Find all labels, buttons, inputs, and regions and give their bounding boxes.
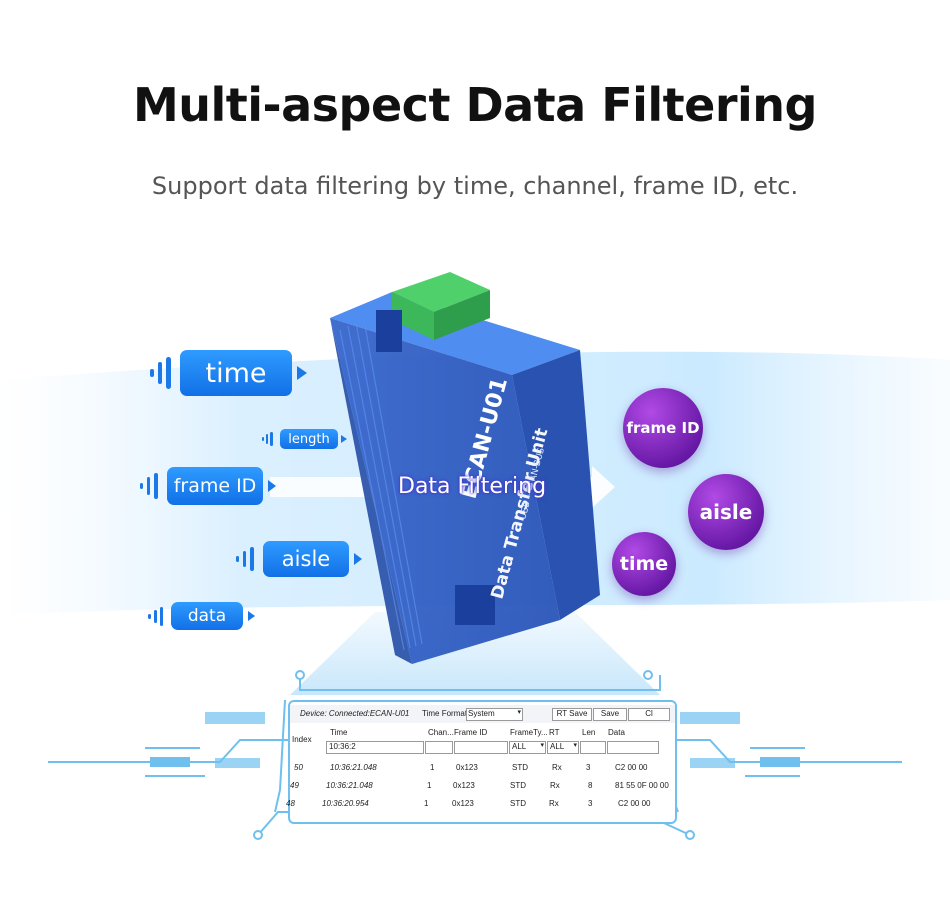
len-filter-input[interactable] — [580, 741, 606, 754]
bubble-aisle: aisle — [688, 474, 764, 550]
signal-icon — [148, 606, 166, 626]
arrow-right-icon — [248, 611, 255, 621]
time-filter-input[interactable]: 10:36:2 — [326, 741, 424, 754]
arrow-right-icon — [354, 553, 362, 565]
chevron-down-icon: ▾ — [573, 742, 577, 749]
time-format-label: Time Format: — [422, 709, 470, 718]
table-row[interactable]: 48 10:36:20.954 1 0x123 STD Rx 3 C2 00 0… — [286, 799, 651, 808]
save-button[interactable]: Save — [593, 708, 627, 721]
data-filtering-label: Data Filtering — [398, 474, 547, 499]
clear-button[interactable]: Cl — [628, 708, 670, 721]
bubble-time: time — [612, 532, 676, 596]
bubble-frame-id: frame ID — [623, 388, 703, 468]
table-row[interactable]: 50 10:36:21.048 1 0x123 STD Rx 3 C2 00 0… — [294, 763, 648, 772]
arrow-right-icon — [341, 435, 347, 443]
filter-row: 10:36:2 ALL▾ ALL▾ — [290, 740, 675, 758]
tag-aisle: aisle — [236, 541, 362, 577]
signal-icon — [236, 547, 258, 571]
arrow-right-icon — [297, 366, 307, 380]
tag-frame-id: frame ID — [140, 467, 276, 505]
time-format-select[interactable]: System ▾ — [466, 708, 523, 721]
arrow-right-icon — [268, 480, 276, 492]
toolbar: Device: Connected:ECAN-U01 Time Format: … — [290, 705, 675, 723]
page-title: Multi-aspect Data Filtering — [132, 78, 818, 132]
rt-save-button[interactable]: RT Save — [552, 708, 592, 721]
page-subtitle: Support data filtering by time, channel,… — [151, 172, 799, 200]
signal-icon — [140, 473, 162, 499]
frame-id-filter-input[interactable] — [454, 741, 508, 754]
rt-filter-select[interactable]: ALL▾ — [547, 741, 579, 754]
signal-icon — [262, 432, 275, 446]
signal-icon — [150, 357, 175, 389]
tag-data: data — [148, 602, 255, 630]
tag-time: time — [150, 350, 307, 396]
table-row[interactable]: 49 10:36:21.048 1 0x123 STD Rx 8 81 55 0… — [290, 781, 669, 790]
ecan-device: ECAN-U01 Data Transfer Unit USB — CAN-BU… — [330, 272, 600, 664]
device-status: Device: Connected:ECAN-U01 — [300, 709, 410, 718]
chevron-down-icon: ▾ — [540, 742, 544, 749]
tag-length: length — [262, 429, 347, 449]
channel-filter-input[interactable] — [425, 741, 453, 754]
chevron-down-icon: ▾ — [517, 709, 521, 716]
frame-type-filter-select[interactable]: ALL▾ — [509, 741, 546, 754]
table-header: Index Time Chan... Frame ID FrameTy... R… — [292, 728, 625, 744]
data-filter-input[interactable] — [607, 741, 659, 754]
filter-software-window: Device: Connected:ECAN-U01 Time Format: … — [286, 700, 677, 824]
